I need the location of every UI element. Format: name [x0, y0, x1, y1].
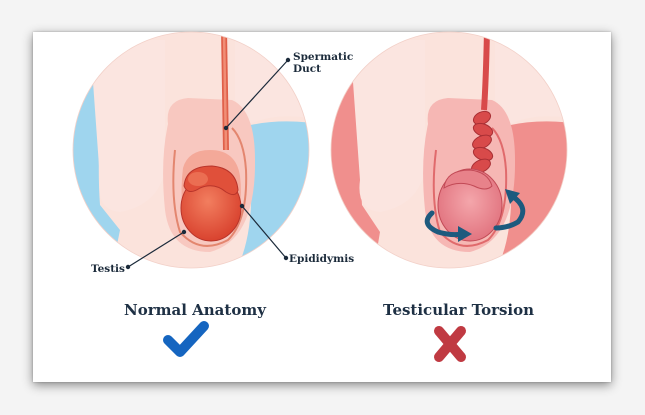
normal-anatomy-circle [73, 32, 309, 268]
torsion-circle [331, 32, 567, 268]
testis-label: Testis [91, 263, 125, 275]
normal-anatomy-title: Normal Anatomy [124, 301, 266, 319]
epididymis-label: Epididymis [289, 253, 355, 265]
spermatic-duct-label: Spermatic Duct [293, 51, 354, 75]
cross-icon [434, 326, 466, 362]
rotation-arrowhead-icon [458, 189, 520, 242]
leader-lines [127, 59, 289, 268]
rotation-arrow-icon [424, 193, 526, 238]
check-icon [163, 321, 209, 357]
testicular-torsion-title: Testicular Torsion [383, 301, 535, 319]
